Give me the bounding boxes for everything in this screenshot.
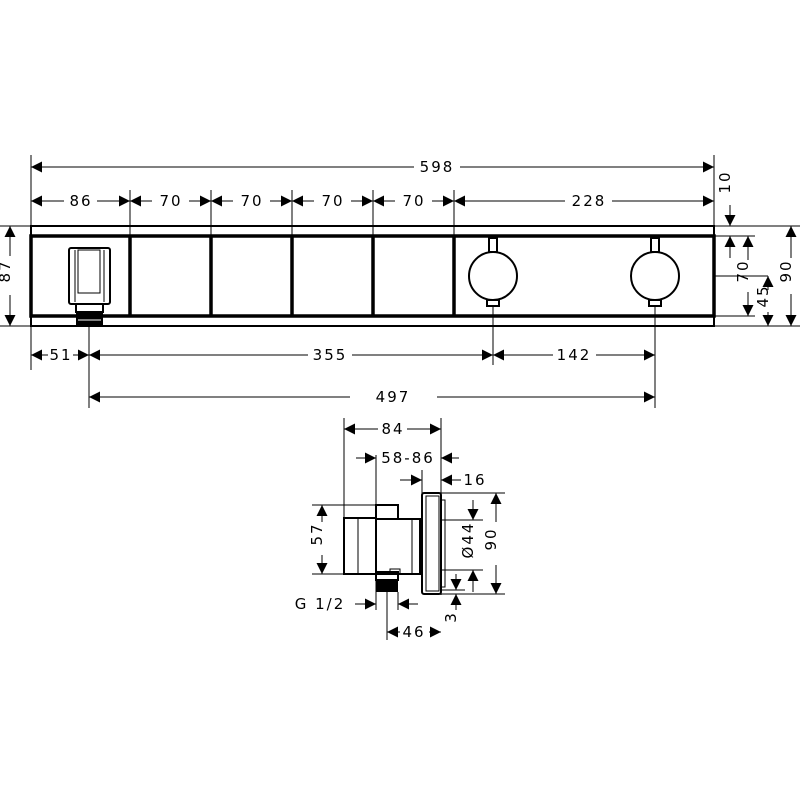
dim-depth-total: 84: [381, 420, 404, 438]
segment-dimensions: 86 70 70 70 70 228: [31, 192, 714, 210]
dim-outlet-offset: 51: [49, 346, 72, 364]
dim-knob-center: 45: [754, 284, 772, 307]
thermostat-knob-icon: [468, 237, 518, 307]
thread-label: G 1/2: [295, 595, 346, 613]
dim-total-height: 90: [777, 259, 795, 282]
dim-segment-5: 70: [402, 192, 425, 210]
dim-segment-1: 86: [69, 192, 92, 210]
dim-top-offset: 10: [716, 170, 734, 193]
dim-outlet-to-knob1: 355: [313, 346, 348, 364]
dim-plate-thickness: 16: [463, 471, 486, 489]
front-view: 598 86 70 70 70 70 228: [0, 155, 800, 408]
dim-inner-height: 70: [734, 259, 752, 282]
dim-outlet-to-knob2: 497: [376, 388, 411, 406]
dim-body-height: 57: [308, 522, 326, 545]
dim-segment-2: 70: [159, 192, 182, 210]
dim-knob-diameter: Ø44: [459, 522, 477, 559]
dim-bottom-offset: 3: [442, 611, 460, 623]
bottom-dimensions: 51 355 142 497: [31, 306, 656, 408]
hose-outlet-icon: [68, 247, 111, 326]
dim-segment-4: 70: [321, 192, 344, 210]
dim-knob1-to-knob2: 142: [557, 346, 592, 364]
dim-plate-height: 90: [482, 527, 500, 550]
dim-segment-3: 70: [240, 192, 263, 210]
volume-knob-icon: [630, 237, 680, 307]
dim-segment-6: 228: [572, 192, 607, 210]
side-view: 84 58-86 16 57: [295, 418, 505, 641]
dim-height-left: 87: [0, 259, 14, 282]
mixer-body-icon: [343, 492, 446, 595]
dim-wall-depth-range: 58-86: [381, 449, 435, 467]
right-dimensions: 10 70 45 90: [714, 170, 800, 327]
dim-outlet-distance: 46: [402, 623, 425, 641]
dim-overall-width: 598: [420, 158, 455, 176]
